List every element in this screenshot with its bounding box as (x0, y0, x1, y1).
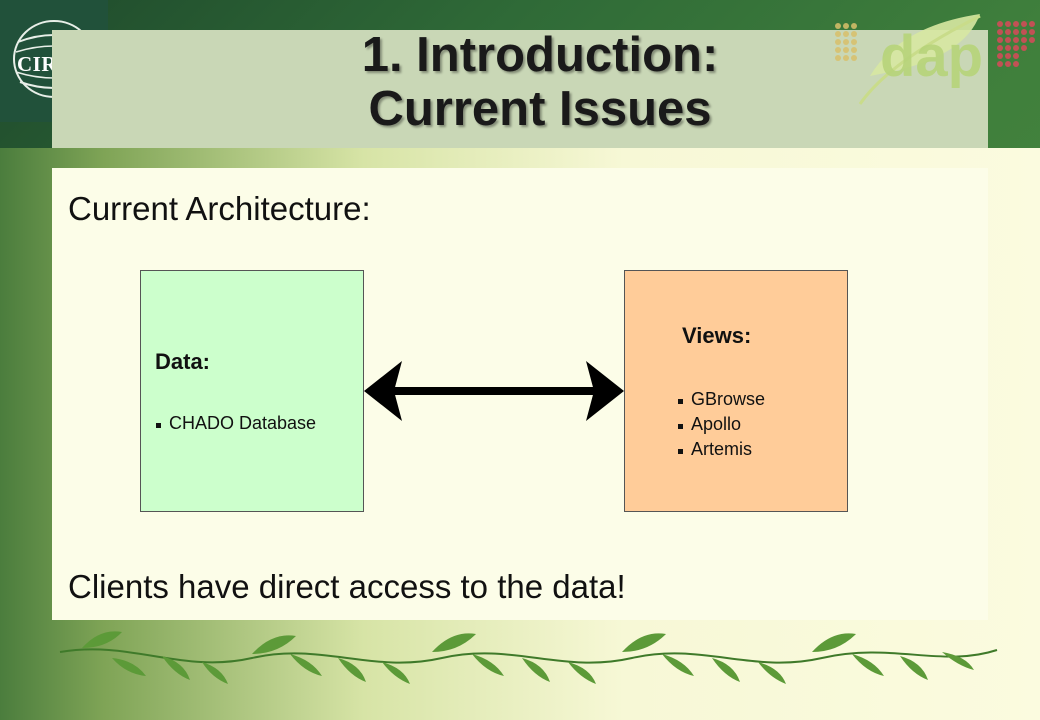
double-arrow-icon (364, 361, 624, 421)
views-box-list: GBrowse Apollo Artemis (677, 387, 765, 462)
title-line-1: 1. Introduction: (361, 28, 719, 82)
content-panel: Current Architecture: Data: CHADO Databa… (52, 168, 988, 620)
list-item: GBrowse (677, 387, 765, 412)
views-box-title: Views: (682, 323, 752, 348)
list-item: CHADO Database (155, 411, 316, 436)
list-item: Artemis (677, 437, 765, 462)
data-box-title: Data: (155, 349, 211, 374)
list-item: Apollo (677, 412, 765, 437)
data-box: Data: CHADO Database (140, 270, 364, 512)
svg-text:dap: dap (880, 24, 983, 89)
dap-leaf-logo: dap (835, 14, 1035, 105)
vine-decoration (59, 631, 998, 684)
views-box: Views: GBrowse Apollo Artemis (624, 270, 848, 512)
slide-title: 1. Introduction: Current Issues (230, 28, 850, 136)
section-heading: Current Architecture: (68, 190, 371, 227)
data-box-list: CHADO Database (155, 411, 316, 436)
conclusion-text: Clients have direct access to the data! (68, 568, 626, 605)
title-band (52, 30, 988, 148)
title-line-2: Current Issues (368, 82, 712, 136)
